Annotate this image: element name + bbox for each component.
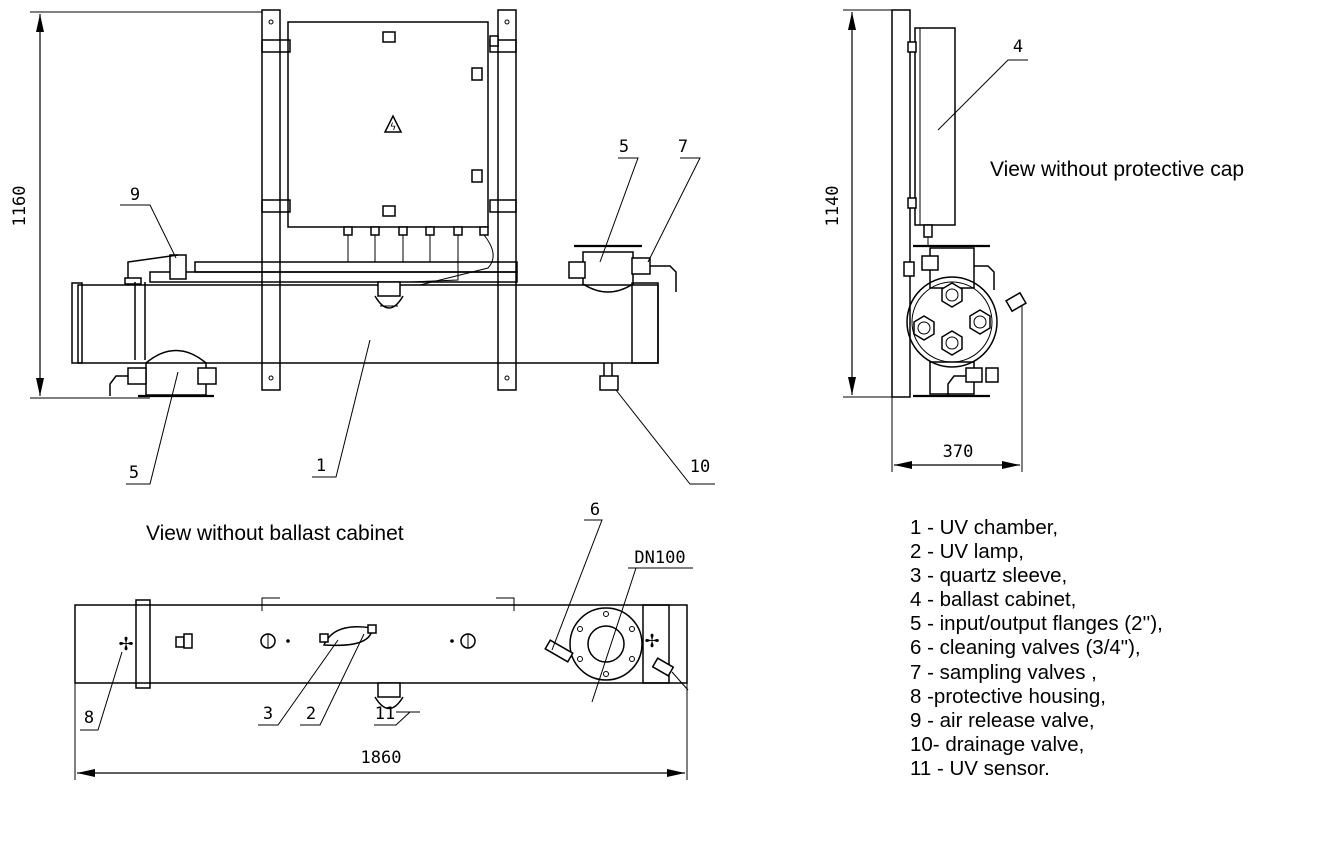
side-height-dimension: 1140 [823, 9, 892, 398]
ballast-cabinet: ϟ [287, 21, 499, 286]
callout-7: 7 [678, 137, 688, 157]
callout-8: 8 [84, 708, 94, 728]
callout-4-leader [937, 59, 1028, 131]
legend-item: 4 - ballast cabinet, [910, 588, 1077, 612]
legend-item: 7 - sampling valves , [910, 660, 1097, 684]
front-callouts: 9 5 7 5 1 10 [120, 137, 715, 485]
callout-3: 3 [263, 704, 273, 724]
side-ballast-cabinet [907, 27, 956, 245]
legend-item: 8 -protective housing, [910, 684, 1107, 708]
side-chamber-end [906, 276, 1027, 368]
bottom-view: ✢ ✢ [74, 500, 693, 780]
mounting-mark-right: ✢ [644, 631, 659, 652]
legend-item: 6 - cleaning valves (3/4"), [910, 636, 1141, 660]
bottom-flange-dn100 [544, 607, 689, 691]
callout-1: 1 [316, 456, 326, 476]
bottom-details: ✢ ✢ [118, 624, 660, 713]
caption-without-protective-cap: View without protective cap [990, 158, 1244, 181]
overall-length-dimension: 1860 [74, 683, 688, 780]
parts-legend: 1 - UV chamber, 2 - UV lamp, 3 - quartz … [910, 516, 1163, 781]
cable-glands [343, 226, 494, 286]
dn100-label: DN100 [634, 548, 685, 568]
callout-2: 2 [306, 704, 316, 724]
side-flange-bottom [913, 361, 999, 398]
caption-without-ballast-cabinet: View without ballast cabinet [146, 522, 404, 545]
bottom-callouts: 6 DN100 8 3 2 11 [80, 500, 693, 731]
callout-11: 11 [375, 704, 395, 724]
callout-5-right: 5 [619, 137, 629, 157]
side-depth-dimension: 370 [891, 306, 1023, 472]
right-flange [568, 244, 677, 293]
legend-item: 11 - UV sensor. [910, 756, 1050, 780]
uv-chamber [71, 281, 659, 364]
lower-bar [149, 271, 518, 283]
hazard-icon: ϟ [390, 122, 397, 133]
overall-length-label: 1860 [361, 748, 402, 768]
uv-sensor [374, 682, 420, 713]
callout-10: 10 [690, 457, 710, 477]
front-height-label: 1160 [10, 186, 30, 227]
left-flange [109, 349, 217, 398]
drainage-valve [599, 363, 619, 391]
legend-item: 9 - air release valve, [910, 708, 1095, 732]
support-frame [261, 9, 517, 391]
front-height-dimension: 1160 [10, 11, 262, 399]
callout-5-left: 5 [129, 463, 139, 483]
callout-6: 6 [590, 500, 600, 520]
air-release-valve [124, 254, 187, 360]
side-depth-label: 370 [943, 442, 974, 462]
legend-item: 3 - quartz sleeve, [910, 564, 1068, 588]
front-view: 1160 ϟ [10, 9, 715, 485]
bottom-chamber [74, 597, 688, 689]
legend-item: 10- drainage valve, [910, 732, 1085, 756]
callout-9: 9 [130, 185, 140, 205]
mounting-mark-left: ✢ [118, 634, 133, 655]
legend-item: 1 - UV chamber, [910, 516, 1059, 539]
legend-item: 5 - input/output flanges (2''), [910, 612, 1163, 636]
side-flange-top [903, 244, 995, 290]
callout-4: 4 [1013, 37, 1023, 57]
side-view: 1140 [823, 9, 1028, 472]
cross-bar [194, 261, 518, 273]
legend-item: 2 - UV lamp, [910, 540, 1024, 564]
side-height-label: 1140 [823, 186, 843, 227]
